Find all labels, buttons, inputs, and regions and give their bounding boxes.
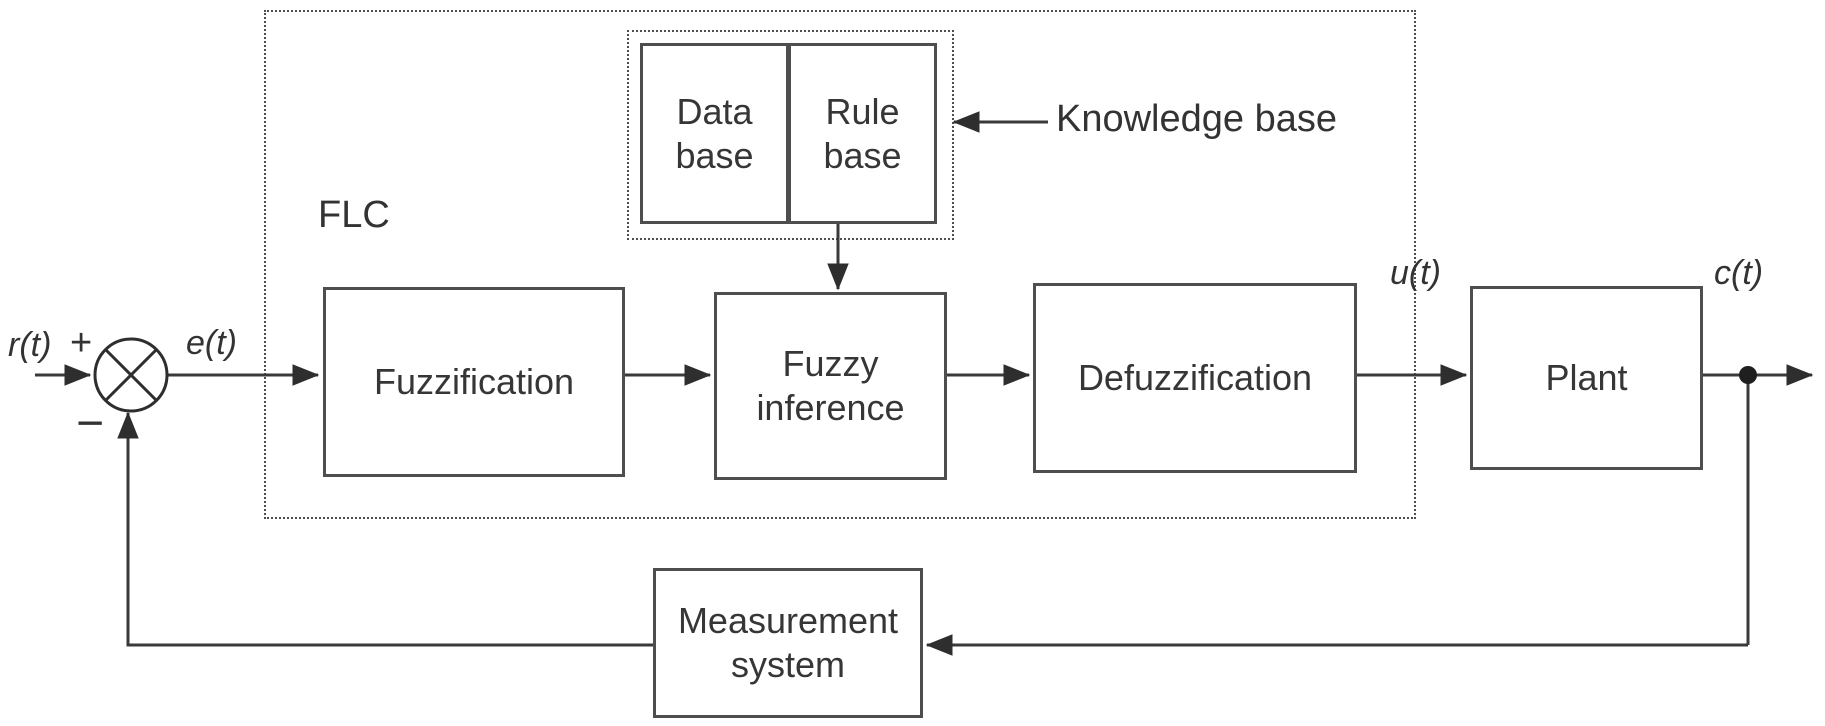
plus-sign-label: + xyxy=(70,322,93,364)
wire-measurement-to-sum xyxy=(126,414,653,647)
rule-base-block: Rule base xyxy=(786,46,934,221)
takeoff-junction-dot xyxy=(1739,366,1757,384)
defuzzification-block: Defuzzification xyxy=(1033,283,1357,473)
knowledge-base-box: Data base Rule base xyxy=(640,43,937,224)
knowledge-base-label: Knowledge base xyxy=(1056,98,1337,140)
fuzzy-inference-block: Fuzzy inference xyxy=(714,292,947,480)
knowledge-base-dashed-boundary xyxy=(627,30,954,240)
error-signal-label: e(t) xyxy=(186,324,237,362)
minus-sign-label: − xyxy=(76,397,105,450)
fuzzification-block: Fuzzification xyxy=(323,287,625,477)
measurement-system-block: Measurement system xyxy=(653,568,923,718)
data-base-block: Data base xyxy=(675,90,754,176)
summing-junction-icon xyxy=(93,337,169,413)
control-signal-label: u(t) xyxy=(1390,254,1441,292)
reference-signal-label: r(t) xyxy=(8,326,52,364)
plant-block: Plant xyxy=(1470,286,1703,470)
output-signal-label: c(t) xyxy=(1714,254,1764,292)
flc-dashed-boundary xyxy=(264,10,1416,519)
flc-label: FLC xyxy=(318,194,390,236)
